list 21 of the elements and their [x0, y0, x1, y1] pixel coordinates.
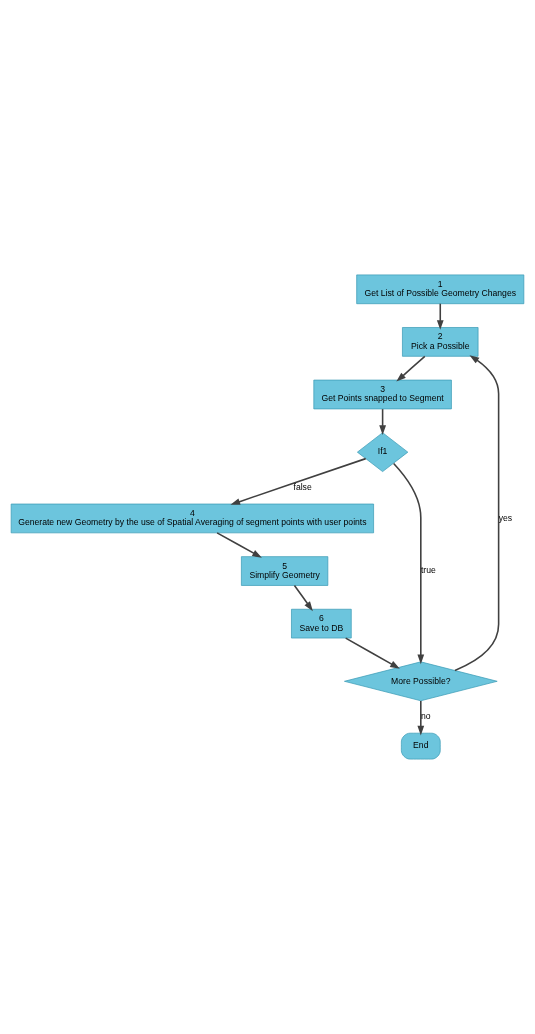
- node-box: 4 Generate new Geometry by the use of Spatial Averaging of segment points with user points: [10, 503, 374, 534]
- edge-label: false: [293, 482, 312, 493]
- node-box: 3 Get Points snapped to Segment: [313, 379, 452, 410]
- arrow: [344, 637, 400, 669]
- arrow: [436, 302, 444, 330]
- node-box: End: [401, 732, 441, 760]
- edge-label: yes: [498, 512, 513, 523]
- node-diamond: If1: [357, 432, 409, 472]
- arrow: [396, 355, 426, 382]
- node-box: 5 Simplify Geometry: [241, 556, 329, 586]
- arrow: [216, 532, 262, 558]
- node-box: 2 Pick a Possible: [402, 327, 479, 357]
- edge-label: true: [420, 565, 436, 576]
- arrow: [417, 700, 425, 736]
- arrow: [230, 457, 367, 505]
- arrow: [392, 462, 425, 665]
- arrow: [454, 355, 500, 672]
- node-box: 6 Save to DB: [291, 608, 352, 639]
- edge-label: no: [421, 711, 431, 722]
- arrow: [293, 584, 313, 612]
- node-box: 1 Get List of Possible Geometry Changes: [356, 274, 525, 305]
